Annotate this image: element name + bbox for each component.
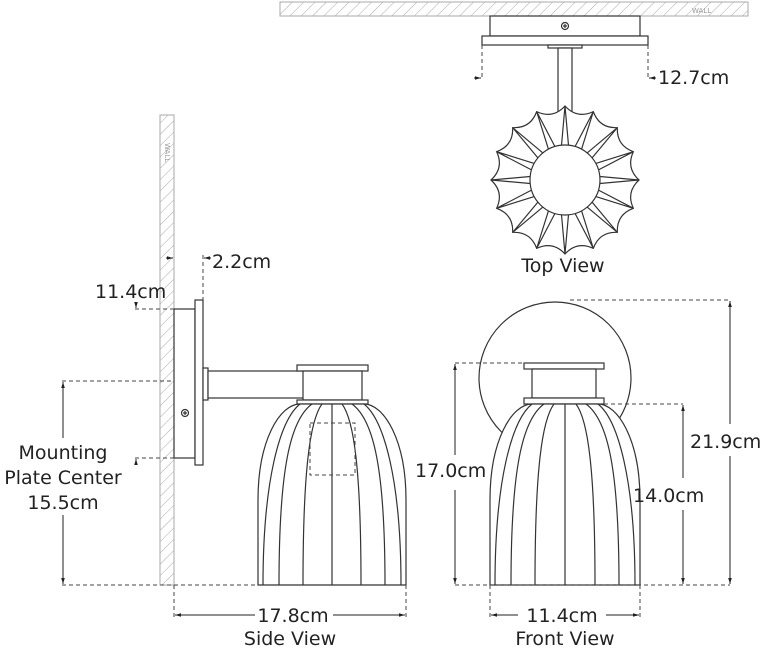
top-view: WALL 12.7cm Top View <box>279 1 749 277</box>
mounting-value: 15.5cm <box>27 492 98 514</box>
backplate-side <box>173 308 196 459</box>
wall-label: WALL <box>692 7 711 15</box>
top-view-title: Top View <box>520 255 604 277</box>
shade-top <box>490 105 640 255</box>
socket-front <box>531 368 597 399</box>
side-wall <box>159 114 175 586</box>
ceiling-wall <box>279 1 749 17</box>
side-view-title: Side View <box>244 628 336 650</box>
wall-label-side: WALL <box>163 143 171 162</box>
plate-height-label: 11.4cm <box>95 281 166 303</box>
side-view: WALL 2.2cm 11.4cm Mounting Plate Center … <box>4 114 407 650</box>
front-width-label: 11.4cm <box>526 605 597 627</box>
shade-opening <box>529 144 601 216</box>
front-view: 17.0cm 14.0cm 21.9cm 11.4cm Front View <box>415 299 761 650</box>
mounting-label-1: Mounting <box>19 442 108 464</box>
extension-label: 17.8cm <box>257 605 328 627</box>
plate-depth-label: 2.2cm <box>212 251 271 273</box>
socket-side <box>302 370 363 401</box>
screw-icon <box>180 408 190 418</box>
plate-flange <box>481 35 649 46</box>
shade-height-label: 17.0cm <box>415 460 486 482</box>
mounting-label-2: Plate Center <box>4 467 122 489</box>
arm-side <box>207 370 305 399</box>
overall-height-label: 21.9cm <box>690 431 761 453</box>
shade-ribs <box>490 105 640 255</box>
glass-height-label: 14.0cm <box>633 485 704 507</box>
plate-front <box>194 299 204 466</box>
plate-width-label: 12.7cm <box>658 67 729 89</box>
screw-icon <box>560 21 570 31</box>
front-view-title: Front View <box>515 628 614 650</box>
